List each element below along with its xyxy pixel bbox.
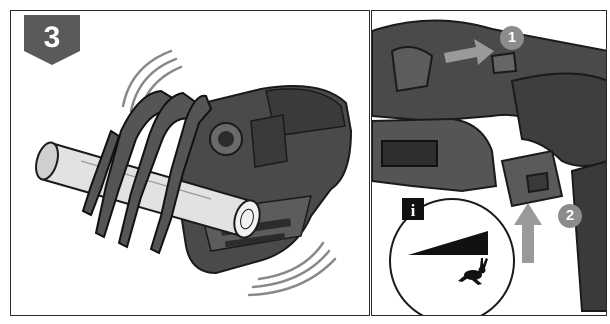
switch-detail-illustration xyxy=(372,11,607,316)
step-number: 3 xyxy=(24,21,80,55)
left-panel: 3 xyxy=(10,10,370,316)
info-icon: i xyxy=(402,198,424,220)
direction-arrow-icon-2 xyxy=(514,203,542,263)
callout-2: 2 xyxy=(558,204,582,228)
callout-1: 1 xyxy=(500,26,524,50)
right-panel xyxy=(371,10,607,316)
step-badge: 3 xyxy=(24,15,86,67)
